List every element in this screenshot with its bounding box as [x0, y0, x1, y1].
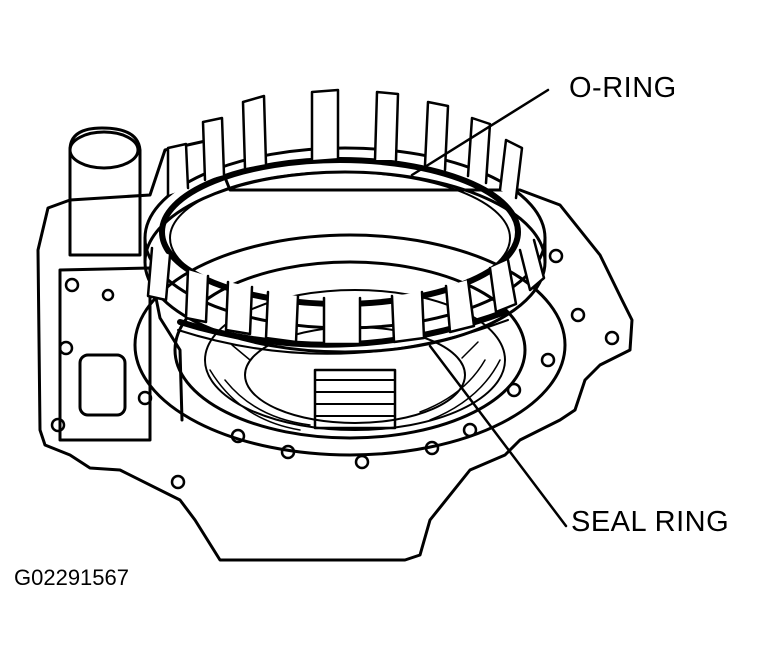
figure-id: G02291567	[14, 565, 129, 590]
drum-wall	[143, 236, 547, 264]
boss-top	[68, 130, 140, 170]
drum-teeth-front	[146, 238, 546, 346]
oring-label: O-RING	[569, 72, 677, 104]
case-pocket	[78, 353, 127, 417]
bore-rim	[204, 289, 506, 431]
oring-leader	[410, 88, 550, 177]
flange-outer	[133, 233, 567, 457]
shaft-spring	[314, 379, 396, 417]
case-boss	[68, 126, 142, 257]
center-shaft	[313, 368, 397, 430]
seal-ring-label: SEAL RING	[571, 506, 730, 538]
seal-leader	[428, 344, 568, 528]
case-housing	[36, 138, 634, 562]
bore-shading	[209, 341, 501, 431]
flange-inner	[173, 260, 527, 440]
drum-teeth-back	[166, 88, 524, 200]
case-left-frame	[58, 266, 152, 442]
